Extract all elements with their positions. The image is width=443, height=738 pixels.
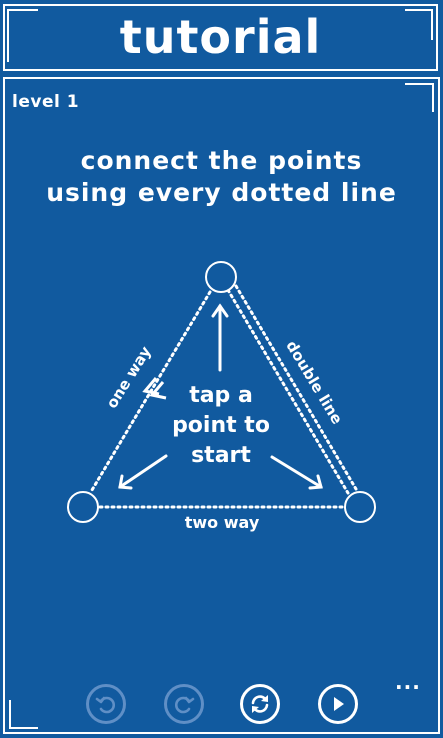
- center-text-line-1: tap a: [189, 383, 253, 408]
- point-right[interactable]: [344, 491, 376, 523]
- point-left[interactable]: [67, 491, 99, 523]
- one-way-label: one way: [103, 343, 155, 412]
- main-panel: [3, 77, 440, 734]
- two-way-label: two way: [185, 513, 260, 532]
- instruction-text: connect the points using every dotted li…: [0, 145, 443, 209]
- instruction-line-2: using every dotted line: [46, 178, 397, 207]
- hint-arrow-up-icon: [211, 303, 229, 372]
- hint-arrow-right-icon: [270, 455, 323, 490]
- play-icon: [334, 697, 344, 711]
- undo-icon: [95, 696, 115, 714]
- level-label: level 1: [12, 92, 80, 112]
- center-text-line-2: point to: [172, 413, 270, 438]
- page-title: tutorial: [119, 10, 322, 64]
- refresh-icon: [251, 695, 269, 713]
- hint-arrow-left-icon: [118, 454, 168, 490]
- header-frame: tutorial: [3, 4, 438, 71]
- undo-button[interactable]: [86, 684, 126, 724]
- edge-double-line-a: [226, 288, 350, 495]
- point-top[interactable]: [205, 261, 237, 293]
- more-options-button[interactable]: ...: [395, 670, 421, 694]
- redo-icon: [175, 696, 195, 714]
- one-way-arrow-icon: [142, 377, 167, 400]
- edge-double-line-b: [234, 284, 358, 491]
- instruction-line-1: connect the points: [80, 146, 363, 175]
- center-text-line-3: start: [191, 443, 251, 468]
- restart-button[interactable]: [240, 684, 280, 724]
- play-button[interactable]: [318, 684, 358, 724]
- redo-button[interactable]: [164, 684, 204, 724]
- double-line-label: double line: [282, 337, 346, 427]
